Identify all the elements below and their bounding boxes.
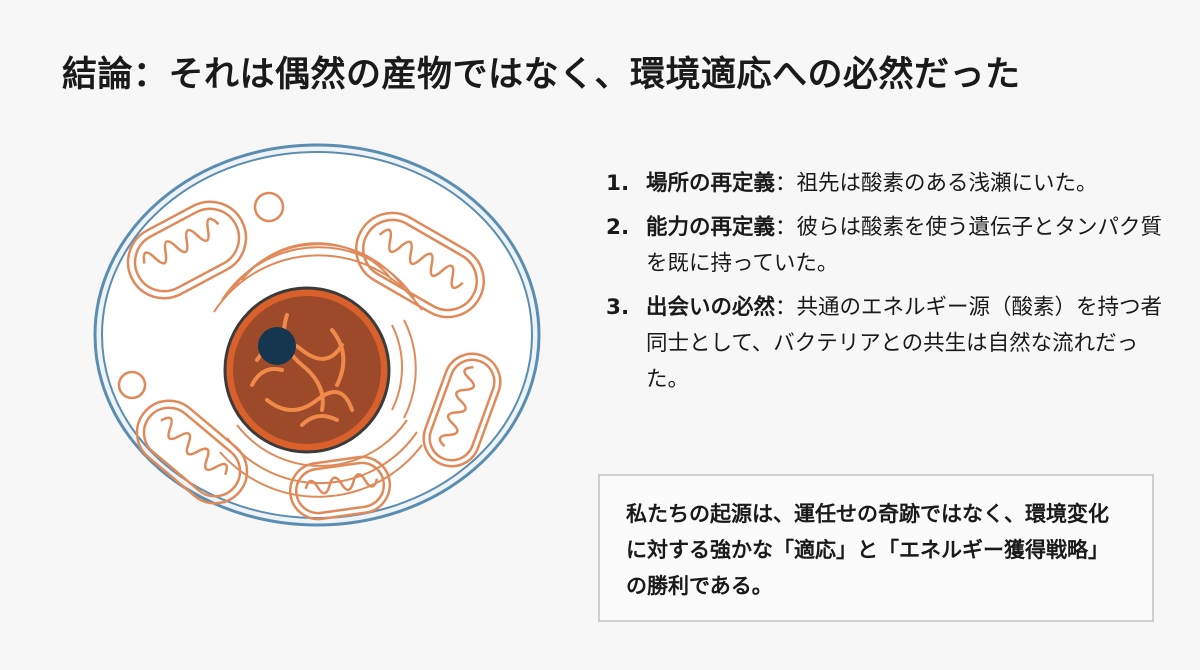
point-number: 3. [606,295,630,320]
point-body: 出会いの必然：共通のエネルギー源（酸素）を持つ者同士として、バクテリアとの共生は… [646,290,1166,398]
point-text: 共通のエネルギー源（酸素）を持つ者同士として、バクテリアとの共生は自然な流れだっ… [646,295,1163,392]
slide-title: 結論：それは偶然の産物ではなく、環境適応への必然だった [62,55,1021,95]
point-text: 彼らは酸素を使う遺伝子とタンパク質を既に持っていた。 [646,215,1163,276]
conclusion-box: 私たちの起源は、運任せの奇跡ではなく、環境変化に対する強かな「適応」と「エネルギ… [598,474,1154,622]
point-separator: ： [775,295,797,320]
point-body: 場所の再定義：祖先は酸素のある浅瀬にいた。 [646,166,1166,202]
point-separator: ： [775,171,797,196]
point-number: 1. [606,171,630,196]
key-points-list: 1. 場所の再定義：祖先は酸素のある浅瀬にいた。 2. 能力の再定義：彼らは酸素… [606,166,1166,406]
point-body: 能力の再定義：彼らは酸素を使う遺伝子とタンパク質を既に持っていた。 [646,210,1166,282]
point-text: 祖先は酸素のある浅瀬にいた。 [796,171,1098,196]
list-item: 1. 場所の再定義：祖先は酸素のある浅瀬にいた。 [606,166,1166,202]
point-label: 能力の再定義 [646,215,776,240]
conclusion-text: 私たちの起源は、運任せの奇跡ではなく、環境変化に対する強かな「適応」と「エネルギ… [626,502,1109,598]
point-label: 出会いの必然 [646,295,776,320]
list-item: 3. 出会いの必然：共通のエネルギー源（酸素）を持つ者同士として、バクテリアとの… [606,290,1166,398]
point-separator: ： [775,215,797,240]
point-number: 2. [606,215,630,240]
list-item: 2. 能力の再定義：彼らは酸素を使う遺伝子とタンパク質を既に持っていた。 [606,210,1166,282]
point-label: 場所の再定義 [646,171,776,196]
eukaryotic-cell-icon [93,143,541,527]
